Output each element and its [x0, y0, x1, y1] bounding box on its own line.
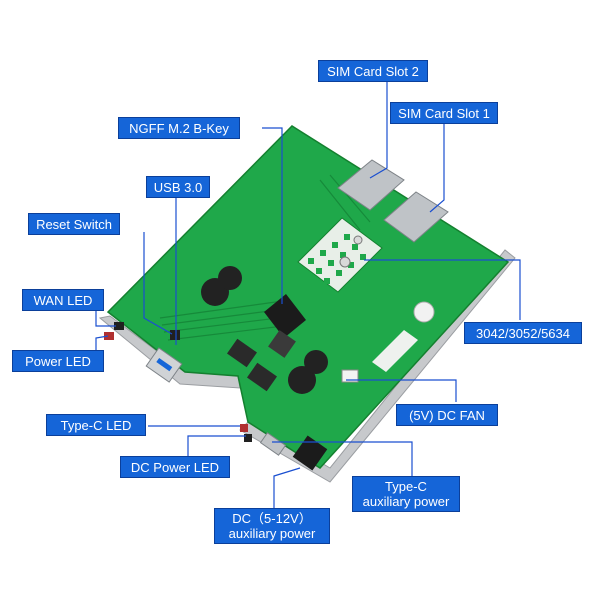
callout-sim-card-slot-1: SIM Card Slot 1 — [390, 102, 498, 124]
usb3-tongue — [156, 357, 173, 372]
capacitor — [218, 266, 242, 290]
qc-sticker — [413, 301, 435, 323]
capacitor — [304, 350, 328, 374]
fan-header — [341, 369, 359, 383]
power-led — [104, 332, 114, 340]
typec-led — [240, 424, 248, 432]
m2-connector — [264, 294, 306, 338]
m2-standoff-screw — [339, 256, 351, 268]
callout-typec-led: Type-C LED — [46, 414, 146, 436]
mosfet-chip — [227, 338, 257, 368]
callout-dc-aux-line2: auxiliary power — [228, 526, 316, 541]
callout-dc-aux-power: DC（5-12V） auxiliary power — [214, 508, 330, 544]
sim-slot-1 — [383, 191, 449, 243]
callout-typec-aux-line2: auxiliary power — [362, 494, 450, 509]
m2-standoff-screw-2 — [353, 235, 363, 245]
dc-jack — [292, 435, 328, 471]
sim-slot-2 — [337, 159, 405, 211]
callout-module-sizes: 3042/3052/5634 — [464, 322, 582, 344]
callout-ngff-m2-b-key: NGFF M.2 B-Key — [118, 117, 240, 139]
wan-led — [114, 322, 124, 330]
dc-power-led — [244, 434, 252, 442]
callout-wan-led: WAN LED — [22, 289, 104, 311]
callout-power-led: Power LED — [12, 350, 104, 372]
callout-sim-card-slot-2: SIM Card Slot 2 — [318, 60, 428, 82]
callout-typec-aux-power: Type-C auxiliary power — [352, 476, 460, 512]
label-area — [372, 330, 418, 372]
callout-reset-switch: Reset Switch — [28, 213, 120, 235]
reset-switch — [170, 330, 180, 340]
callout-dc-power-led: DC Power LED — [120, 456, 230, 478]
callout-typec-aux-line1: Type-C — [385, 479, 427, 494]
callout-dc-fan: (5V) DC FAN — [396, 404, 498, 426]
mosfet-chip — [247, 362, 277, 392]
m2-checker — [308, 234, 366, 284]
type-c-port — [259, 432, 287, 456]
inductor — [268, 330, 296, 358]
callout-dc-aux-line1: DC（5-12V） — [232, 511, 312, 526]
capacitor — [288, 366, 316, 394]
callout-usb-3: USB 3.0 — [146, 176, 210, 198]
